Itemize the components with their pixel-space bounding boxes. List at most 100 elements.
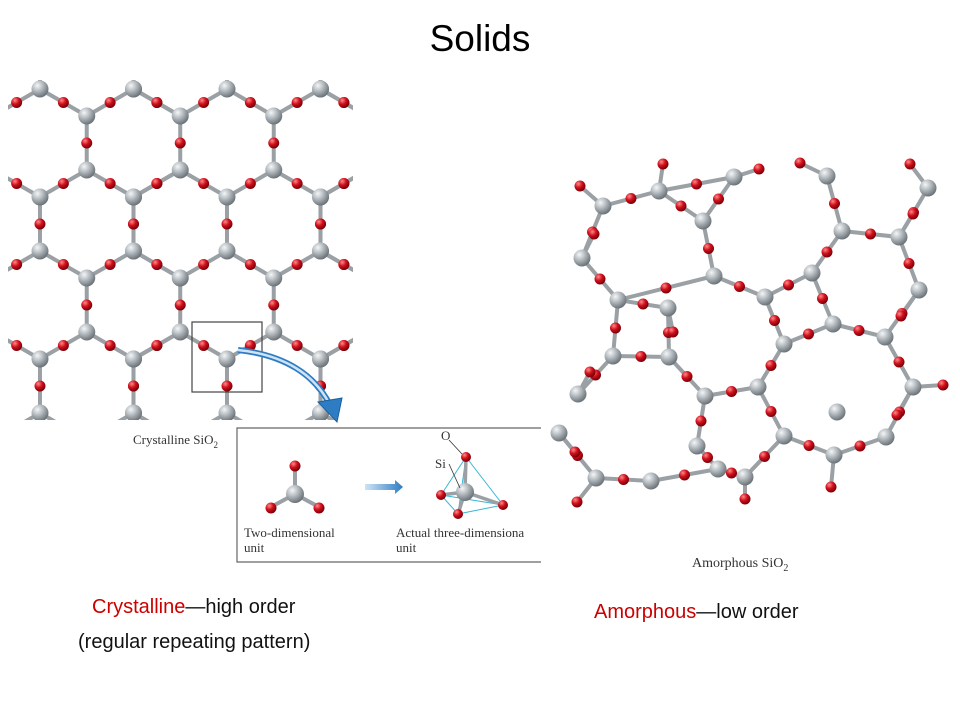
- silicon-atom: [705, 267, 723, 285]
- silicon-atom: [452, 162, 469, 179]
- oxygen-atom: [104, 97, 116, 108]
- oxygen-atom: [753, 163, 765, 175]
- bond: [367, 8, 414, 35]
- two-dimensional-unit: [265, 460, 325, 514]
- silicon-atom: [171, 269, 189, 287]
- oxygen-atom: [128, 543, 139, 554]
- oxygen-atom: [432, 97, 443, 108]
- oxygen-atom: [903, 258, 915, 269]
- silicon-atom: [218, 242, 236, 260]
- silicon-atom: [78, 107, 96, 125]
- silicon-atom: [890, 228, 908, 246]
- silicon-atom: [775, 427, 793, 445]
- oxygen-atom: [128, 57, 139, 68]
- silicon-atom: [725, 168, 743, 186]
- oxygen-atom: [11, 502, 22, 513]
- silicon-atom: [31, 242, 49, 260]
- oxygen-atom: [385, 340, 396, 351]
- silicon-atom: [696, 387, 714, 405]
- oxygen-atom: [127, 380, 139, 392]
- bond: [117, 411, 136, 420]
- silicon-atom: [803, 264, 821, 282]
- silicon-atom: [218, 27, 235, 44]
- oxygen-atom: [291, 340, 303, 351]
- bond: [414, 413, 461, 440]
- oxygen-atom: [151, 583, 162, 594]
- oxygen-atom: [695, 415, 707, 427]
- oxygen-atom: [502, 57, 513, 68]
- bond: [321, 494, 368, 521]
- bond: [414, 575, 461, 602]
- oxygen-atom: [502, 381, 513, 392]
- bond: [414, 332, 461, 359]
- oxygen-atom: [765, 360, 777, 371]
- silicon-atom: [609, 291, 627, 309]
- oxygen-atom: [794, 157, 806, 169]
- silicon-atom: [312, 27, 329, 44]
- oxygen-atom: [588, 228, 600, 240]
- oxygen-atom: [385, 178, 396, 189]
- silicon-atom: [265, 269, 283, 287]
- bond: [414, 170, 461, 197]
- silicon-atom: [0, 0, 2, 17]
- oxygen-atom: [174, 137, 186, 149]
- oxygen-atom: [245, 502, 256, 513]
- oxygen-atom: [104, 178, 116, 189]
- oxygen-atom: [854, 440, 866, 452]
- oxygen-atom: [338, 97, 350, 108]
- silicon-atom: [828, 403, 846, 421]
- oxygen-atom: [268, 137, 280, 149]
- oxygen-atom: [221, 218, 233, 230]
- oxygen-atom: [691, 178, 702, 190]
- bond: [461, 413, 508, 440]
- oxygen-atom: [657, 158, 669, 170]
- oxygen-atom: [174, 299, 186, 311]
- oxygen-atom: [315, 57, 326, 68]
- oxygen-atom: [292, 583, 303, 594]
- oxygen-atom: [292, 502, 303, 513]
- silicon-atom: [125, 513, 142, 530]
- oxygen-atom: [315, 543, 326, 554]
- silicon-atom: [171, 323, 189, 341]
- silicon-atom: [265, 323, 283, 341]
- oxygen-atom: [385, 421, 396, 432]
- oxygen-atom: [408, 219, 419, 230]
- silicon-atom: [0, 324, 2, 341]
- bond: [0, 575, 40, 602]
- oxygen-atom: [479, 583, 490, 594]
- oxygen-atom: [11, 340, 23, 351]
- three-dimensional-label: Actual three-dimensiona: [396, 525, 524, 540]
- silicon-atom: [499, 27, 516, 44]
- bond: [180, 494, 227, 521]
- silicon-atom: [172, 486, 189, 503]
- silicon-atom: [650, 182, 668, 200]
- bond: [40, 494, 87, 521]
- silicon-atom: [125, 567, 142, 584]
- oxygen-atom: [314, 218, 326, 230]
- oxygen-atom: [128, 543, 139, 554]
- silicon-atom: [0, 162, 2, 179]
- silicon-atom: [31, 27, 48, 44]
- bond: [40, 575, 87, 602]
- oxygen-atom: [105, 583, 116, 594]
- oxygen-atom: [385, 259, 396, 270]
- oxygen-atom: [244, 259, 256, 270]
- silicon-atom: [171, 161, 189, 179]
- oxygen-atom: [893, 356, 905, 368]
- page-title: Solids: [429, 18, 531, 59]
- silicon-atom: [78, 269, 96, 287]
- silicon-atom: [587, 469, 605, 487]
- oxygen-atom: [57, 97, 69, 108]
- silicon-atom: [0, 486, 2, 503]
- oxygen-atom: [11, 583, 22, 594]
- silicon-atom: [904, 378, 922, 396]
- bond: [227, 8, 274, 35]
- bond: [367, 413, 414, 440]
- silicon-atom: [604, 347, 622, 365]
- bond: [414, 251, 461, 278]
- silicon-atom: [0, 594, 2, 611]
- oxygen-atom: [11, 259, 23, 270]
- oxygen-atom: [479, 421, 490, 432]
- oxygen-atom: [244, 178, 256, 189]
